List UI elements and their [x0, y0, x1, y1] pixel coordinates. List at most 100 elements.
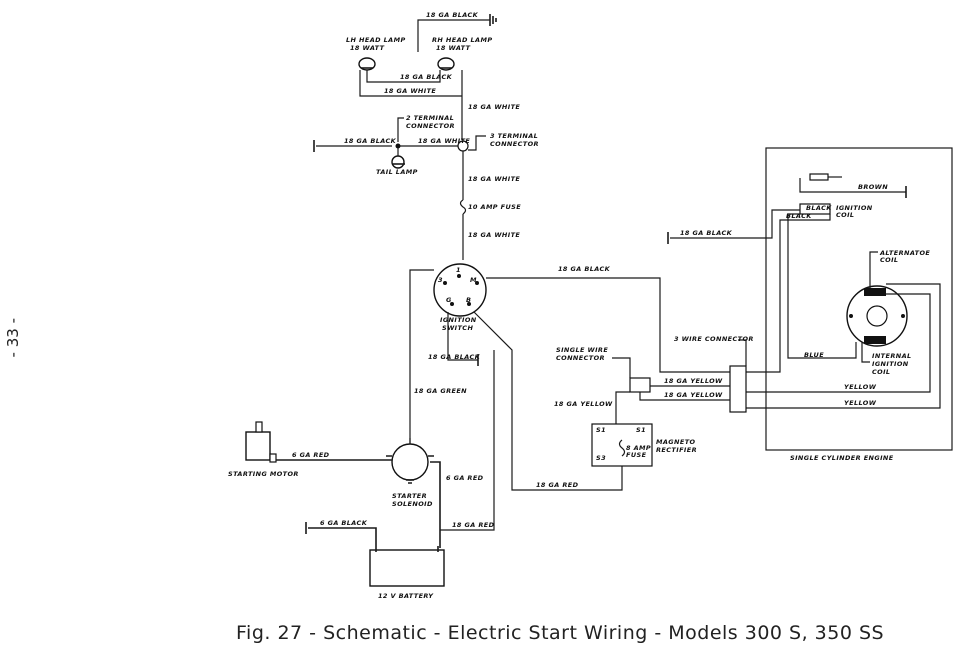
yellow-wire-1: [746, 293, 931, 393]
label-alternator-coil-2: COIL: [880, 256, 898, 264]
switch-3-wire: [409, 269, 434, 450]
label-sw-3: 3: [438, 276, 443, 284]
label-10-amp-fuse: 10 AMP FUSE: [468, 203, 521, 211]
brown-wire: [799, 178, 906, 193]
rectifier-fuse: [618, 439, 626, 457]
battery: [369, 546, 445, 587]
label-single-cylinder-engine: SINGLE CYLINDER ENGINE: [790, 454, 894, 462]
rect-yellow-3: [615, 391, 630, 424]
switch-g-ground: [447, 312, 478, 361]
label-battery: 12 V BATTERY: [378, 592, 434, 600]
label-rect-s1: S1: [596, 426, 606, 434]
label-6ga-red-2: 6 GA RED: [446, 474, 484, 482]
label-rectifier: RECTIFIER: [656, 446, 697, 454]
label-rh-watt: 18 WATT: [436, 44, 471, 52]
label-18ga-white-3: 18 GA WHITE: [468, 231, 520, 239]
coil-black-wire: [787, 213, 857, 359]
label-rect-s1b: S1: [636, 426, 646, 434]
label-18ga-white-lamps: 18 GA WHITE: [384, 87, 436, 95]
label-internal-coil: COIL: [872, 368, 890, 376]
label-6ga-red-1: 6 GA RED: [292, 451, 330, 459]
alternator-pointer: [869, 251, 878, 288]
figure-caption: Fig. 27 - Schematic - Electric Start Wir…: [236, 622, 885, 644]
label-18ga-red-2: 18 GA RED: [452, 521, 495, 529]
label-18ga-black-tail: 18 GA BLACK: [344, 137, 397, 145]
label-18ga-black-engine: 18 GA BLACK: [680, 229, 733, 237]
label-ignition-coil-2: COIL: [836, 211, 854, 219]
connector-pointer-1: [397, 117, 404, 142]
single-wire-connector: [629, 377, 651, 393]
connector-pointer-2: [468, 135, 486, 151]
label-alternator-coil: ALTERNATOE: [879, 249, 930, 257]
label-yellow-1: YELLOW: [844, 383, 877, 391]
three-wire-pointer: [738, 339, 747, 366]
lh-head-lamp: [358, 57, 376, 71]
label-ignition-switch: IGNITION: [440, 316, 477, 324]
label-single-wire: SINGLE WIRE: [556, 346, 608, 354]
label-brown: BROWN: [858, 183, 888, 191]
label-coil-black-2: BLACK: [786, 212, 812, 220]
label-single-wire-connector: CONNECTOR: [556, 354, 605, 362]
yellow-wire-2: [746, 283, 941, 409]
label-starting-motor: STARTING MOTOR: [228, 470, 299, 478]
label-yellow-2: YELLOW: [844, 399, 877, 407]
label-three-terminal: 3 TERMINAL: [490, 132, 538, 140]
two-terminal-connector: [395, 143, 401, 149]
label-rh-head-lamp: RH HEAD LAMP: [432, 36, 492, 44]
starting-motor: [245, 421, 277, 463]
label-18ga-green: 18 GA GREEN: [414, 387, 467, 395]
engine-black-wire: [670, 209, 800, 239]
lamp-black-wire: [366, 70, 441, 83]
label-ignition-switch-2: SWITCH: [442, 324, 473, 332]
magneto-rectifier: [591, 423, 653, 467]
label-two-terminal: 2 TERMINAL: [406, 114, 454, 122]
switch-b-wire: [473, 311, 623, 491]
label-sw-m: M: [470, 276, 477, 284]
label-starter: STARTER: [392, 492, 427, 500]
internal-coil-pointer: [861, 342, 870, 363]
label-18ga-red-1: 18 GA RED: [536, 481, 579, 489]
three-wire-connector: [729, 365, 747, 413]
label-lh-head-lamp: LH HEAD LAMP: [346, 36, 406, 44]
engine-box: [765, 147, 953, 451]
coil-feed-wire: [746, 214, 831, 373]
label-sw-g: G: [446, 296, 452, 304]
label-magneto: MAGNETO: [656, 438, 696, 446]
ignition-switch: [433, 263, 487, 317]
fuse-10-amp: [459, 199, 467, 215]
battery-red-18ga: [440, 350, 495, 531]
label-coil-black: BLACK: [806, 204, 832, 212]
battery-ground-cable: [308, 527, 377, 546]
label-18ga-white-1: 18 GA WHITE: [468, 103, 520, 111]
rh-head-lamp: [437, 57, 455, 71]
label-two-terminal-connector: CONNECTOR: [406, 122, 455, 130]
label-8-amp: 8 AMP: [626, 444, 651, 452]
starter-solenoid: [386, 443, 434, 484]
label-blue: BLUE: [804, 351, 824, 359]
label-lh-watt: 18 WATT: [350, 44, 385, 52]
label-18ga-yellow-3: 18 GA YELLOW: [554, 400, 613, 408]
label-18ga-yellow-2: 18 GA YELLOW: [664, 391, 723, 399]
ignition-coil: [799, 173, 842, 215]
label-8-amp-fuse: FUSE: [626, 451, 647, 459]
switch-m-wire: [486, 277, 738, 373]
label-18ga-white-tail: 18 GA WHITE: [418, 137, 470, 145]
rect-yellow-2: [639, 392, 730, 401]
label-internal-ignition: IGNITION: [872, 360, 909, 368]
tail-lamp: [391, 155, 405, 169]
label-6ga-black: 6 GA BLACK: [320, 519, 368, 527]
label-18ga-black-switch: 18 GA BLACK: [558, 265, 611, 273]
label-18ga-white-2: 18 GA WHITE: [468, 175, 520, 183]
label-tail-lamp: TAIL LAMP: [376, 168, 418, 176]
label-sw-1: 1: [456, 266, 461, 274]
label-18ga-black-lamps: 18 GA BLACK: [400, 73, 453, 81]
label-ignition-coil: IGNITION: [836, 204, 873, 212]
lamp-white-wire: [359, 70, 463, 140]
alternator: [846, 285, 908, 347]
label-three-terminal-connector: CONNECTOR: [490, 140, 539, 148]
label-18ga-black-top: 18 GA BLACK: [426, 11, 479, 19]
label-18ga-yellow-1: 18 GA YELLOW: [664, 377, 723, 385]
label-solenoid: SOLENOID: [392, 500, 433, 508]
